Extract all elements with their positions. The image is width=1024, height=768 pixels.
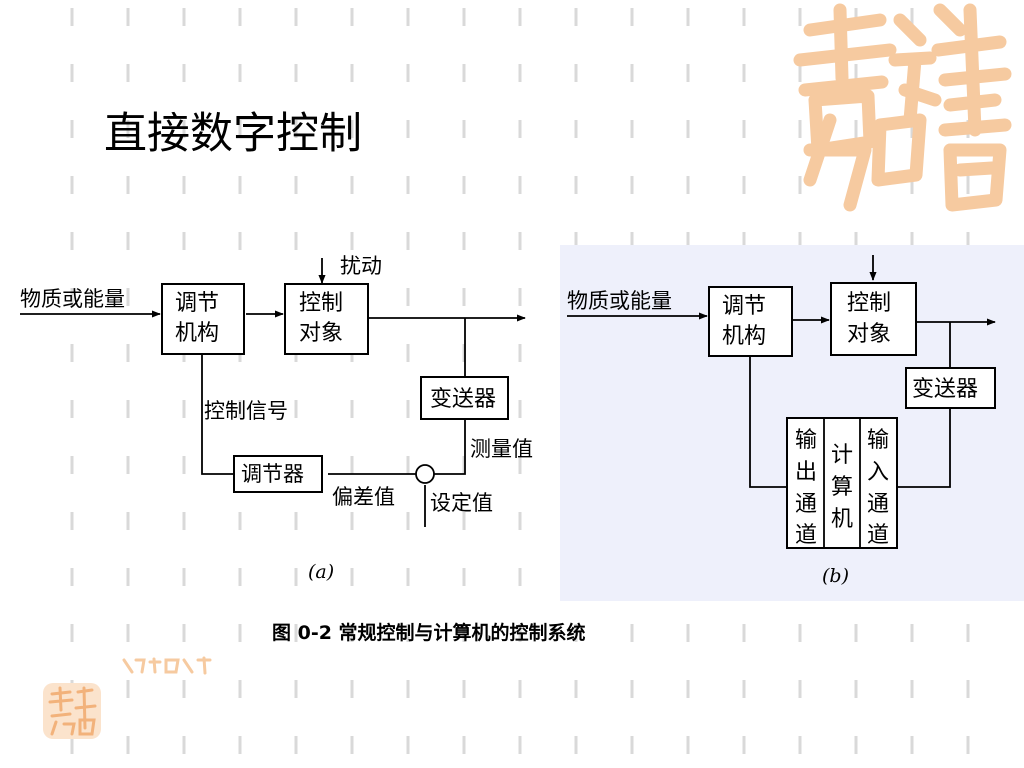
label-a-actuator-2: 机构: [175, 321, 219, 346]
label-a-figure: (a): [308, 561, 334, 583]
label-b-figure: (b): [822, 565, 849, 587]
block-b-plant: [830, 282, 917, 356]
seal-logo-small: [43, 683, 101, 739]
wire-a-control-signal: [201, 354, 234, 475]
wire-b-feedback: [897, 408, 951, 488]
label-a-control-signal: 控制信号: [204, 399, 288, 423]
label-b-input: 物质或能量: [567, 289, 672, 313]
label-b-computer-1: 计: [831, 443, 853, 468]
block-b-actuator: [708, 286, 793, 357]
label-b-output-channel-1: 输: [795, 428, 817, 453]
label-b-input-channel-2: 入: [867, 460, 889, 485]
figure-a: 扰动 物质或能量 调节 机构 控制 对象 变送器 控制信号 调节器 测量值 偏差…: [20, 254, 533, 583]
block-a-actuator: [161, 283, 245, 355]
summing-junction: [415, 464, 435, 484]
label-b-transmitter: 变送器: [912, 377, 978, 402]
label-b-input-channel-1: 输: [867, 428, 889, 453]
label-a-actuator-1: 调节: [175, 291, 219, 316]
block-b-computer-group: [786, 417, 898, 549]
block-a-plant: [284, 283, 369, 355]
block-a-transmitter: [420, 376, 509, 420]
label-a-measured: 测量值: [470, 437, 533, 461]
label-b-plant-2: 对象: [847, 322, 891, 347]
label-b-computer-2: 算: [831, 475, 853, 500]
figure-b: 物质或能量 调节 机构 控制 对象 变送器 输 出 通 道 计 算 机 输 入 …: [560, 245, 1024, 601]
label-a-deviation: 偏差值: [332, 485, 395, 509]
label-b-input-channel-4: 道: [867, 523, 889, 548]
label-b-plant-1: 控制: [847, 291, 891, 316]
seal-logo-large: [793, 3, 1012, 212]
label-a-transmitter: 变送器: [430, 387, 496, 412]
wire-b-control-signal: [749, 356, 787, 488]
seal-fragment-decor: [122, 656, 212, 675]
wire-a-feedback: [434, 419, 466, 475]
label-b-output-channel-2: 出: [795, 460, 817, 485]
label-b-actuator-1: 调节: [722, 294, 766, 319]
label-a-input: 物质或能量: [20, 287, 125, 311]
slide-title: 直接数字控制: [104, 109, 362, 159]
figure-caption: 图 0-2 常规控制与计算机的控制系统: [272, 622, 586, 644]
label-b-computer-3: 机: [831, 507, 853, 532]
label-b-input-channel-3: 通: [867, 492, 889, 517]
label-b-actuator-2: 机构: [722, 324, 766, 349]
label-a-setpoint: 设定值: [430, 491, 493, 515]
label-a-disturbance: 扰动: [340, 254, 382, 278]
label-a-plant-2: 对象: [299, 321, 343, 346]
block-a-controller: [233, 455, 323, 493]
label-a-plant-1: 控制: [299, 291, 343, 316]
label-b-output-channel-3: 通: [795, 492, 817, 517]
label-b-output-channel-4: 道: [795, 523, 817, 548]
label-a-controller: 调节器: [241, 462, 304, 486]
block-b-transmitter: [905, 367, 996, 409]
